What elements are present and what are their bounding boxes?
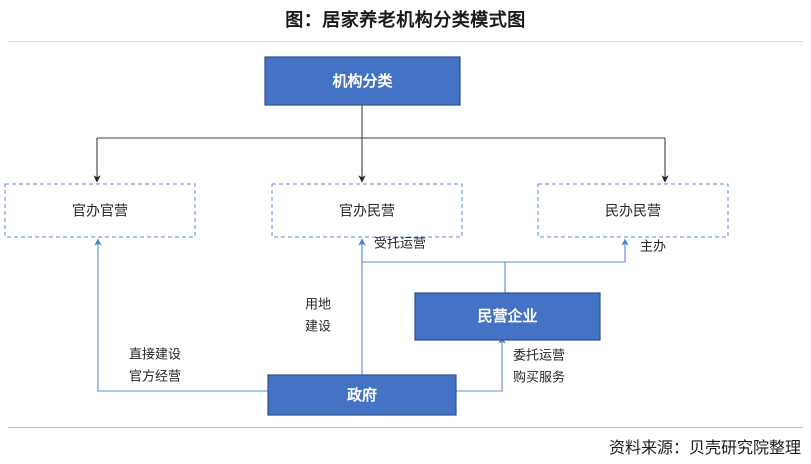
commission-path (455, 336, 506, 392)
edge-label-commission-2: 购买服务 (513, 369, 565, 384)
edge-label-commission-1: 委托运营 (513, 347, 565, 362)
node-cat2-rect[interactable] (271, 183, 463, 238)
node-cat3-rect[interactable] (537, 183, 729, 238)
government-to-cat1-connector (94, 238, 270, 392)
node-cat1-label: 官办官营 (72, 203, 128, 219)
edge-label-entrusted-operation: 受托运营 (374, 235, 426, 250)
source-note: 资料来源：贝壳研究院整理 (608, 440, 801, 457)
node-cat2[interactable]: 官办民营 (271, 183, 463, 238)
page-title: 图：居家养老机构分类模式图 (285, 10, 526, 30)
edge-label-direct-build-1: 直接建设 (129, 346, 181, 361)
node-cat3-label: 民办民营 (605, 203, 661, 219)
node-government-rect[interactable] (267, 374, 457, 416)
node-cat2-label: 官办民营 (339, 203, 395, 219)
node-root-label: 机构分类 (332, 72, 393, 90)
source-divider (8, 427, 803, 428)
node-cat3[interactable]: 民办民营 (537, 183, 729, 238)
title-divider (8, 41, 803, 42)
node-enterprise[interactable]: 民营企业 (414, 292, 601, 341)
edge-label-sponsor: 主办 (640, 238, 666, 253)
node-root-rect[interactable] (264, 56, 461, 106)
node-cat1-rect[interactable] (4, 183, 196, 238)
node-enterprise-label: 民营企业 (477, 307, 537, 325)
enterprise-to-categories-connector (358, 238, 629, 293)
node-root[interactable]: 机构分类 (264, 56, 461, 106)
government-to-enterprise-connector (455, 336, 506, 392)
edge-label-land-2: 建设 (305, 318, 331, 333)
edge-label-land-1: 用地 (305, 296, 331, 311)
node-government[interactable]: 政府 (267, 374, 457, 416)
root-to-categories-connector (93, 105, 669, 183)
node-government-label: 政府 (347, 386, 377, 404)
node-enterprise-rect[interactable] (414, 292, 601, 341)
direct-build-path (94, 238, 270, 392)
node-cat1[interactable]: 官办官营 (4, 183, 196, 238)
edge-label-direct-build-2: 官方经营 (129, 368, 181, 383)
